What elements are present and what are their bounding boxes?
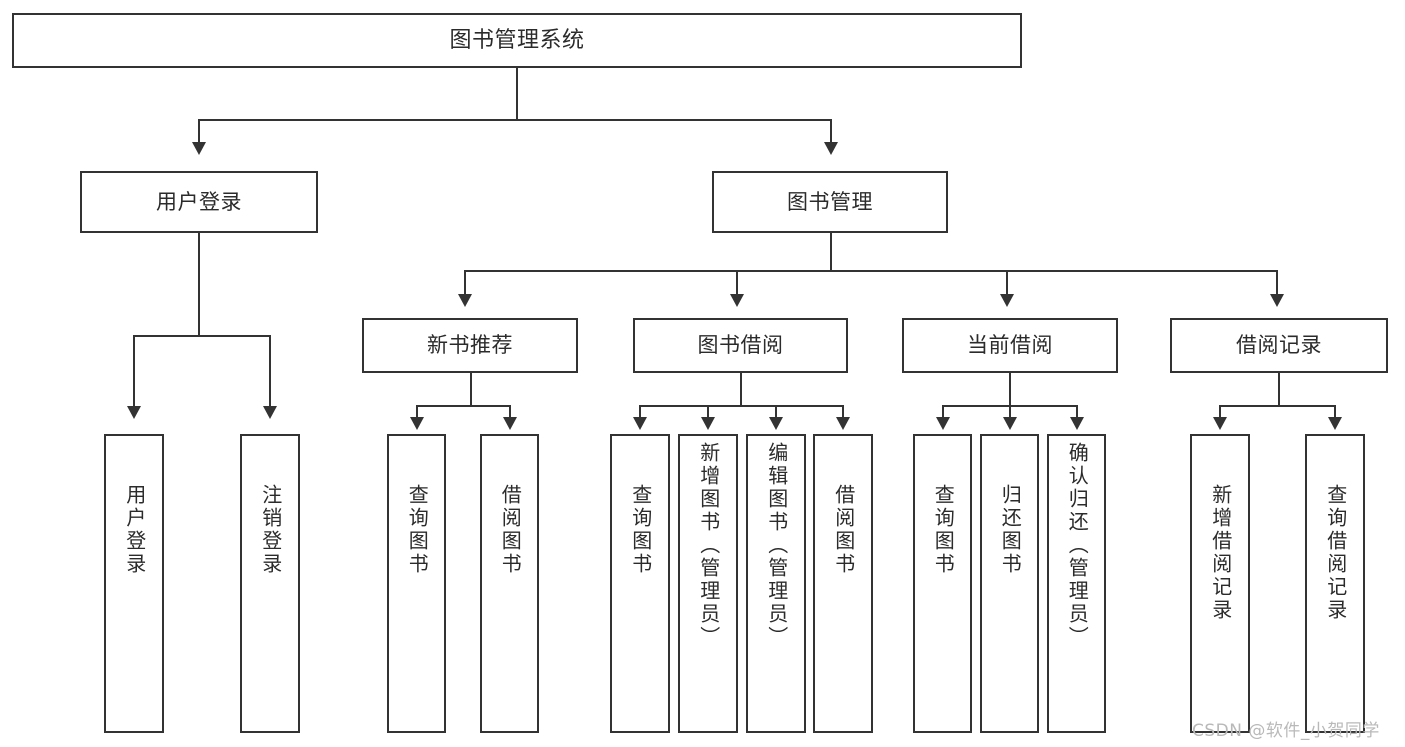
leaf-borrow-book[interactable]: 借阅图书	[813, 434, 873, 733]
leaf-query-book-current[interactable]: 查询图书	[913, 434, 972, 733]
leaf-add-borrow-record[interactable]: 新增借阅记录	[1190, 434, 1250, 733]
connector-user-login-leaf-1	[133, 335, 135, 409]
connector-current-borrow-leaf-2	[1009, 405, 1011, 419]
arrowhead-book-borrow-leaf-3	[769, 417, 783, 430]
node-label: 编辑图书（管理员）	[764, 442, 789, 649]
connector-root-to-book-management	[830, 119, 832, 147]
node-label: 图书管理系统	[449, 27, 585, 53]
node-label: 确认归还（管理员）	[1065, 442, 1090, 649]
connector-book-management-stem	[830, 233, 832, 271]
connector-borrow-record-stem	[1278, 373, 1280, 406]
arrowhead-current-borrow-leaf-1	[936, 417, 950, 430]
arrowhead-borrow-record-leaf-1	[1213, 417, 1227, 430]
node-label: 当前借阅	[967, 333, 1053, 358]
node-label: 新增图书（管理员）	[696, 442, 721, 649]
connector-book-borrow-leaf-3	[775, 405, 777, 419]
arrowhead-to-current-borrow	[1000, 294, 1014, 307]
arrowhead-user-login-leaf-2	[263, 406, 277, 419]
leaf-user-login[interactable]: 用户登录	[104, 434, 164, 733]
connector-user-login-leaf-2	[269, 335, 271, 409]
connector-user-login-split-bar	[133, 335, 271, 337]
connector-book-borrow-leaf-1	[639, 405, 641, 419]
arrowhead-root-to-user-login	[192, 142, 206, 155]
connector-to-new-book-recommend	[464, 270, 466, 298]
connector-book-borrow-split-bar	[639, 405, 844, 407]
leaf-query-book-recommend[interactable]: 查询图书	[387, 434, 446, 733]
node-label: 归还图书	[998, 484, 1023, 576]
node-label: 查询图书	[931, 484, 956, 576]
connector-new-book-recommend-split-bar	[416, 405, 511, 407]
node-current-borrow[interactable]: 当前借阅	[902, 318, 1118, 373]
connector-book-borrow-leaf-2	[707, 405, 709, 419]
arrowhead-to-borrow-record	[1270, 294, 1284, 307]
node-label: 借阅图书	[498, 484, 523, 576]
leaf-query-borrow-record[interactable]: 查询借阅记录	[1305, 434, 1365, 733]
arrowhead-book-borrow-leaf-4	[836, 417, 850, 430]
leaf-logout-login[interactable]: 注销登录	[240, 434, 300, 733]
node-label: 借阅记录	[1236, 333, 1322, 358]
arrowhead-borrow-record-leaf-2	[1328, 417, 1342, 430]
node-label: 查询图书	[405, 484, 430, 576]
arrowhead-root-to-book-management	[824, 142, 838, 155]
leaf-confirm-return-admin[interactable]: 确认归还（管理员）	[1047, 434, 1106, 733]
leaf-add-book-admin[interactable]: 新增图书（管理员）	[678, 434, 738, 733]
csdn-watermark: CSDN @软件_小贺同学	[1192, 721, 1380, 741]
connector-root-split-bar	[198, 119, 832, 121]
connector-book-borrow-leaf-4	[842, 405, 844, 419]
node-user-login[interactable]: 用户登录	[80, 171, 318, 233]
arrowhead-to-book-borrow	[730, 294, 744, 307]
connector-new-book-recommend-stem	[470, 373, 472, 406]
node-label: 用户登录	[156, 189, 242, 214]
node-borrow-record[interactable]: 借阅记录	[1170, 318, 1388, 373]
connector-level3-split-bar	[464, 270, 1278, 272]
node-label: 图书管理	[787, 189, 873, 214]
arrowhead-book-borrow-leaf-1	[633, 417, 647, 430]
node-label: 图书借阅	[697, 333, 784, 358]
connector-to-book-borrow	[736, 270, 738, 298]
arrowhead-book-borrow-leaf-2	[701, 417, 715, 430]
connector-to-borrow-record	[1276, 270, 1278, 298]
connector-new-book-recommend-leaf-1	[416, 405, 418, 419]
arrowhead-new-book-recommend-leaf-1	[410, 417, 424, 430]
connector-current-borrow-leaf-1	[942, 405, 944, 419]
arrowhead-to-new-book-recommend	[458, 294, 472, 307]
node-book-management[interactable]: 图书管理	[712, 171, 948, 233]
node-label: 查询图书	[628, 484, 653, 576]
arrowhead-user-login-leaf-1	[127, 406, 141, 419]
connector-current-borrow-stem	[1009, 373, 1011, 406]
connector-borrow-record-split-bar	[1219, 405, 1336, 407]
leaf-edit-book-admin[interactable]: 编辑图书（管理员）	[746, 434, 806, 733]
leaf-query-book-borrow[interactable]: 查询图书	[610, 434, 670, 733]
connector-user-login-stem	[198, 233, 200, 336]
arrowhead-new-book-recommend-leaf-2	[503, 417, 517, 430]
connector-borrow-record-leaf-2	[1334, 405, 1336, 419]
node-label: 新增借阅记录	[1208, 484, 1233, 622]
node-new-book-recommend[interactable]: 新书推荐	[362, 318, 578, 373]
connector-borrow-record-leaf-1	[1219, 405, 1221, 419]
connector-new-book-recommend-leaf-2	[509, 405, 511, 419]
connector-book-borrow-stem	[740, 373, 742, 406]
node-label: 注销登录	[258, 484, 283, 576]
node-root-book-management-system[interactable]: 图书管理系统	[12, 13, 1022, 68]
arrowhead-current-borrow-leaf-2	[1003, 417, 1017, 430]
leaf-borrow-book-recommend[interactable]: 借阅图书	[480, 434, 539, 733]
node-label: 借阅图书	[831, 484, 856, 576]
node-book-borrow[interactable]: 图书借阅	[633, 318, 848, 373]
node-label: 查询借阅记录	[1323, 484, 1348, 622]
connector-root-stem	[516, 68, 518, 120]
node-label: 用户登录	[122, 484, 147, 576]
connector-current-borrow-leaf-3	[1076, 405, 1078, 419]
node-label: 新书推荐	[427, 333, 513, 358]
arrowhead-current-borrow-leaf-3	[1070, 417, 1084, 430]
connector-to-current-borrow	[1006, 270, 1008, 298]
connector-root-to-user-login	[198, 119, 200, 147]
leaf-return-book[interactable]: 归还图书	[980, 434, 1039, 733]
